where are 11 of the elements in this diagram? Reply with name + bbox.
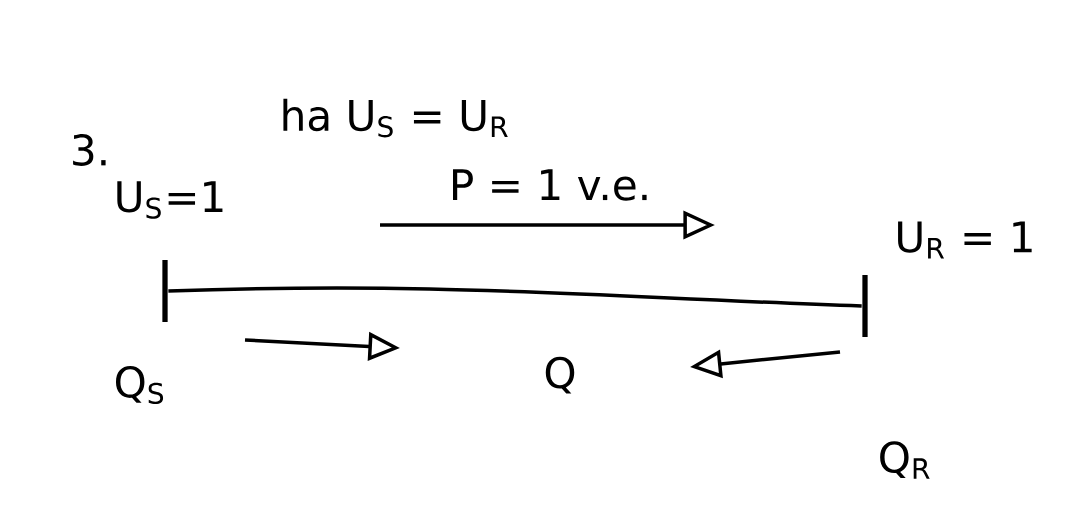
- label: Q: [545, 356, 575, 394]
- busbar: [162, 260, 168, 322]
- label: Q$_{R}$: [880, 441, 930, 479]
- label: P = 1 v.e.: [453, 169, 647, 201]
- label: Q$_{S}$: [116, 365, 164, 404]
- label: 3.: [73, 134, 106, 166]
- busbar: [862, 275, 868, 337]
- label: U$_{S}$=1: [117, 181, 223, 219]
- transmission-line: [168, 286, 862, 308]
- label: ha U$_{S}$ = U$_{R}$: [283, 98, 508, 138]
- label: U$_{R}$ = 1: [898, 221, 1032, 259]
